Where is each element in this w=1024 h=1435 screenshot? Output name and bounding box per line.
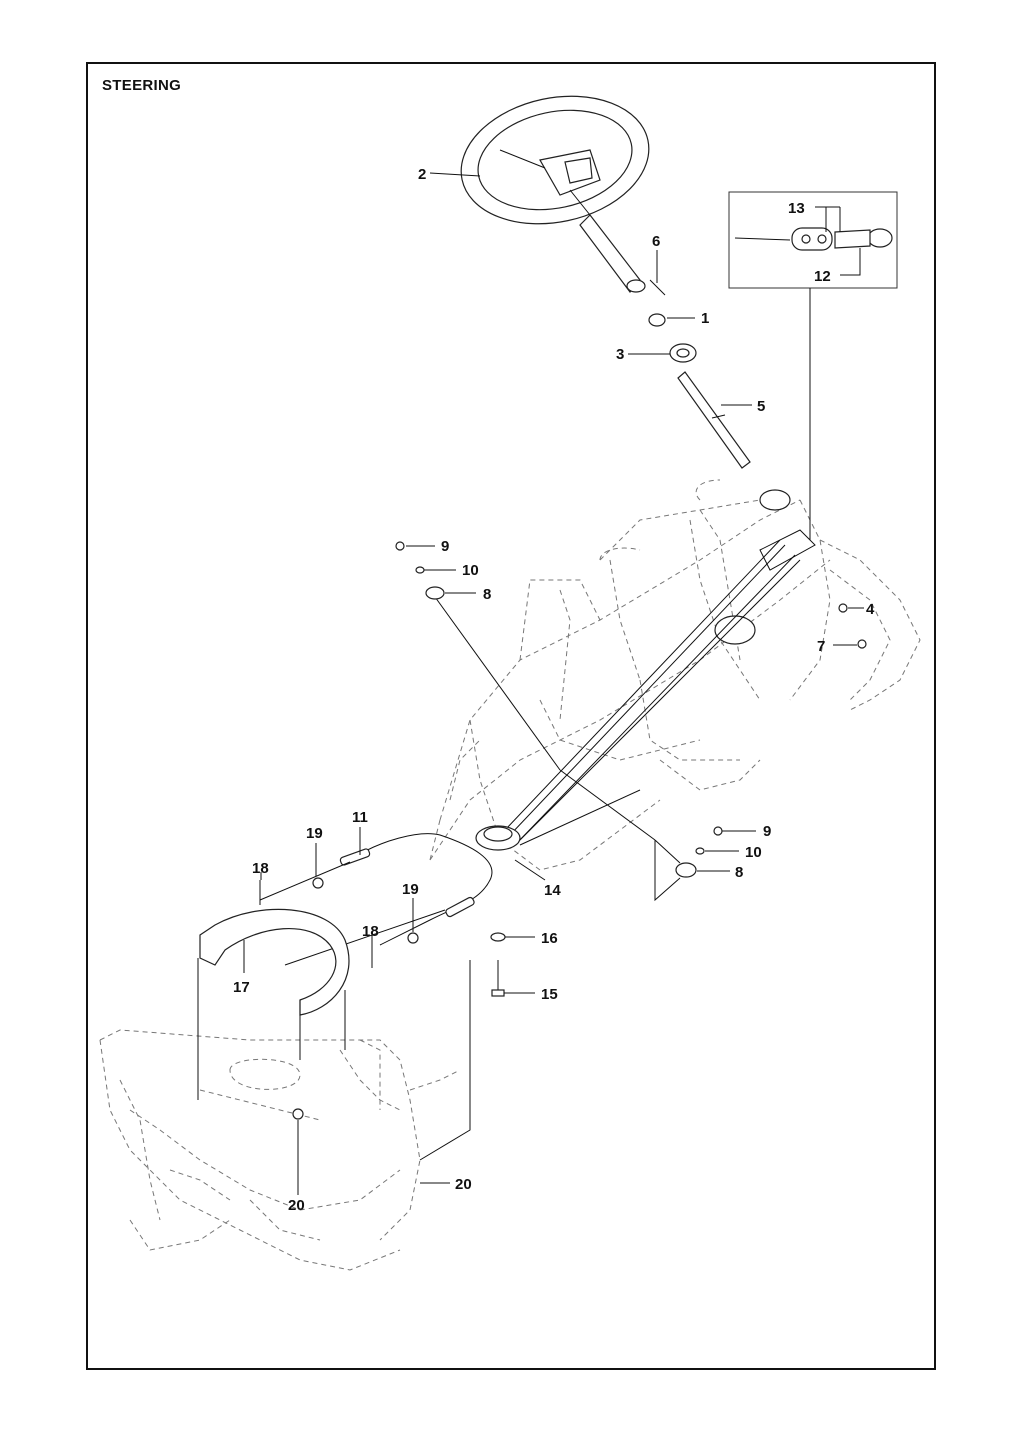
bearing-3 <box>669 343 697 363</box>
callout-2: 2 <box>418 166 426 183</box>
callout-19a: 19 <box>306 825 323 842</box>
nut-19b <box>407 932 419 944</box>
shaft-5 <box>677 371 751 469</box>
callout-17: 17 <box>233 979 250 996</box>
callout-labels: 2 6 1 3 5 13 12 9 10 8 4 7 11 19 18 19 1… <box>233 166 875 1214</box>
callout-8a: 8 <box>483 586 491 603</box>
callout-18a: 18 <box>252 860 269 877</box>
guide-lines <box>197 958 471 1161</box>
callout-14: 14 <box>544 882 561 899</box>
callout-12: 12 <box>814 268 831 285</box>
washer-group-a <box>395 541 445 600</box>
callout-6: 6 <box>652 233 660 250</box>
callout-19b: 19 <box>402 881 419 898</box>
diagram-frame <box>86 62 936 1370</box>
callout-13: 13 <box>788 200 805 217</box>
callout-18b: 18 <box>362 923 379 940</box>
callout-7: 7 <box>817 638 825 655</box>
callout-11: 11 <box>352 809 368 826</box>
callout-20b: 20 <box>455 1176 472 1193</box>
steering-wheel <box>460 95 650 225</box>
callout-1: 1 <box>701 310 709 327</box>
callout-10a: 10 <box>462 562 479 579</box>
washer-4 <box>838 603 848 613</box>
nut-1 <box>648 313 666 327</box>
callout-3: 3 <box>616 346 624 363</box>
callout-9b: 9 <box>763 823 771 840</box>
callout-4: 4 <box>866 601 875 618</box>
callout-20a: 20 <box>288 1197 305 1214</box>
lower-housing <box>99 1029 461 1271</box>
callout-16: 16 <box>541 930 558 947</box>
steering-cables <box>429 539 801 846</box>
callout-15: 15 <box>541 986 558 1003</box>
nut-19a <box>312 877 324 889</box>
callout-9a: 9 <box>441 538 449 555</box>
bracket-17 <box>199 908 350 1016</box>
washer-group-b <box>654 826 723 902</box>
leader-lines <box>243 172 864 1195</box>
callout-10b: 10 <box>745 844 762 861</box>
nut-7 <box>857 639 867 649</box>
diagram-title: STEERING <box>102 77 182 94</box>
front-gear <box>714 489 816 645</box>
inset-detail <box>728 191 898 289</box>
pin-6 <box>649 279 666 296</box>
washer-16 <box>490 932 506 942</box>
cable-11 <box>259 833 493 966</box>
callout-5: 5 <box>757 398 765 415</box>
callout-8b: 8 <box>735 864 743 881</box>
steering-column <box>579 214 646 293</box>
pulley-14 <box>475 825 521 851</box>
bolt-15 <box>491 960 505 997</box>
nut-20a <box>292 1108 304 1120</box>
chassis-frame <box>429 479 921 871</box>
